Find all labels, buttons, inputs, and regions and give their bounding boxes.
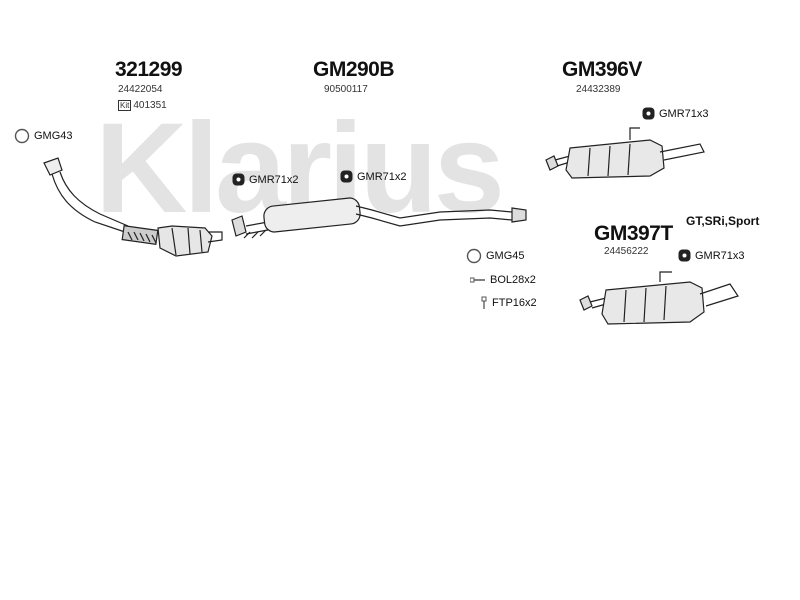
fitting-label: GMR71x3: [695, 249, 745, 262]
fitting-label: GMR71x2: [357, 170, 407, 183]
clamp-fitting-icon: [481, 296, 487, 309]
fitting-gmr-d: GMR71x3: [678, 249, 745, 262]
fitting-label: GMR71x2: [249, 173, 299, 186]
variant-label: GT,SRi,Sport: [686, 214, 760, 228]
part-code-gm397t: GM397T: [594, 222, 673, 245]
kit-icon: Kit: [118, 100, 132, 111]
fitting-bol: BOL28x2: [470, 274, 536, 286]
oe-number: 24422054: [118, 84, 163, 95]
fitting-gmg43: GMG43: [14, 128, 73, 144]
rubber-mount-icon: [642, 107, 655, 120]
gasket-ring-icon: [14, 128, 30, 144]
fitting-label: GMR71x3: [659, 107, 709, 120]
fitting-label: GMG45: [486, 250, 525, 262]
oe-number-gm397t: 24456222: [604, 246, 649, 257]
kit-reference: Kit 401351: [118, 100, 167, 111]
rear-silencer-396-drawing: [545, 127, 705, 179]
kit-number: 401351: [133, 100, 167, 111]
fitting-gmr-a: GMR71x2: [232, 173, 299, 186]
front-pipe-drawing: [43, 157, 223, 257]
oe-number-gm396v: 24432389: [576, 84, 621, 95]
rubber-mount-icon: [232, 173, 245, 186]
rubber-mount-icon: [678, 249, 691, 262]
oe-number-gm290b: 90500117: [324, 84, 368, 95]
fitting-label: GMG43: [34, 130, 73, 142]
fitting-gmr-c: GMR71x3: [642, 107, 709, 120]
bolt-icon: [470, 277, 485, 283]
center-silencer-drawing: [231, 197, 527, 239]
part-code-gm290b: GM290B: [313, 58, 395, 81]
fitting-label: FTP16x2: [492, 297, 537, 309]
fitting-ftp: FTP16x2: [480, 296, 537, 310]
rear-silencer-397-drawing: [579, 271, 739, 325]
fitting-gmr-b: GMR71x2: [340, 170, 407, 183]
fitting-label: BOL28x2: [490, 274, 536, 286]
rubber-mount-icon: [340, 170, 353, 183]
gasket-ring-icon: [466, 248, 482, 264]
group-321299: 321299: [115, 58, 183, 82]
part-code: 321299: [115, 58, 183, 81]
part-code-gm396v: GM396V: [562, 58, 642, 81]
fitting-gmg45: GMG45: [466, 248, 525, 264]
